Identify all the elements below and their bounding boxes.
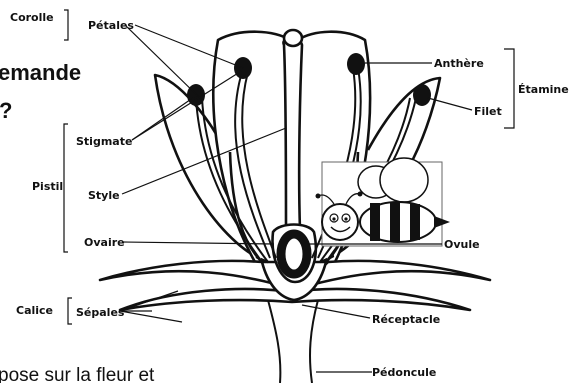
ovule-shape	[281, 234, 307, 274]
heading-fragment-2: ?	[0, 98, 12, 123]
anther-shape	[347, 53, 365, 75]
label-anthere: Anthère	[434, 57, 484, 70]
label-corolle: Corolle	[10, 11, 54, 24]
body-text-fragment: pose sur la fleur et	[0, 365, 155, 383]
label-receptacle: Réceptacle	[372, 313, 440, 326]
label-calice: Calice	[16, 304, 53, 317]
label-style: Style	[88, 189, 120, 202]
bee-icon	[316, 158, 451, 246]
label-ovule: Ovule	[444, 238, 480, 251]
peduncle-stem	[268, 300, 318, 383]
label-ovaire: Ovaire	[84, 236, 125, 249]
label-etamine: Étamine	[518, 83, 569, 96]
label-petales: Pétales	[88, 19, 134, 32]
label-pedoncule: Pédoncule	[372, 366, 436, 379]
label-sepales: Sépales	[76, 306, 125, 319]
label-pistil: Pistil	[32, 180, 63, 193]
anther-shape	[413, 84, 431, 106]
label-stigmate: Stigmate	[76, 135, 132, 148]
heading-fragment-1: emande	[0, 60, 81, 85]
label-filet: Filet	[474, 105, 502, 118]
